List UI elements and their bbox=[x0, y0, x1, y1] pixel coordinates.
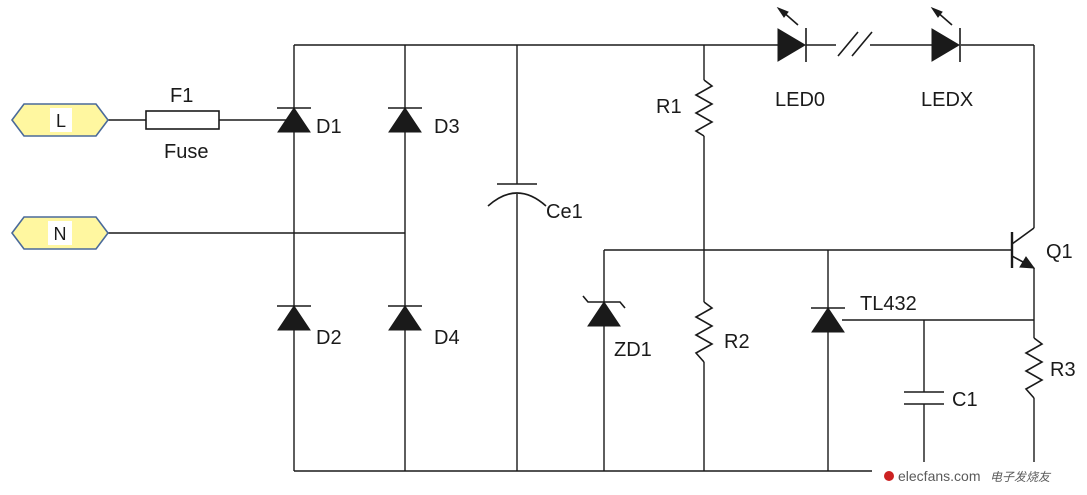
q1-label: Q1 bbox=[1046, 241, 1073, 263]
terminal-l-label: L bbox=[56, 111, 66, 131]
diode-d3: D3 bbox=[388, 107, 460, 138]
d3-label: D3 bbox=[434, 116, 460, 138]
r3-label: R3 bbox=[1050, 359, 1076, 381]
watermark-logo-icon bbox=[884, 471, 894, 481]
tl432-label: TL432 bbox=[860, 293, 917, 315]
fuse-ref-label: F1 bbox=[170, 85, 193, 107]
capacitor-ce1: Ce1 bbox=[487, 183, 583, 223]
terminal-n-label: N bbox=[54, 224, 67, 244]
r1-label: R1 bbox=[656, 96, 682, 118]
zd1-label: ZD1 bbox=[614, 339, 652, 361]
d4-label: D4 bbox=[434, 327, 460, 349]
led-led0: LED0 bbox=[775, 6, 836, 111]
watermark-cn: 电子发烧友 bbox=[990, 470, 1052, 484]
led0-label: LED0 bbox=[775, 89, 825, 111]
diode-d4: D4 bbox=[388, 305, 460, 349]
watermark-site: elecfans.com bbox=[898, 468, 980, 484]
capacitor-c1: C1 bbox=[904, 389, 978, 411]
resistor-r1: R1 bbox=[656, 79, 714, 137]
watermark: elecfans.com 电子发烧友 bbox=[872, 462, 1082, 488]
d1-label: D1 bbox=[316, 116, 342, 138]
zener-zd1: ZD1 bbox=[582, 295, 652, 361]
diode-d2: D2 bbox=[277, 305, 342, 349]
terminal-n: N bbox=[11, 216, 109, 250]
resistor-r2: R2 bbox=[694, 301, 750, 363]
diode-d1: D1 bbox=[277, 107, 342, 138]
d2-label: D2 bbox=[316, 327, 342, 349]
c1-label: C1 bbox=[952, 389, 978, 411]
fuse-name-label: Fuse bbox=[164, 141, 208, 163]
transistor-q1: Q1 bbox=[1010, 227, 1073, 269]
ledx-label: LEDX bbox=[921, 89, 973, 111]
wires bbox=[108, 44, 1035, 472]
led-ledx: LEDX bbox=[921, 6, 973, 111]
ce1-label: Ce1 bbox=[546, 201, 583, 223]
terminal-l: L bbox=[11, 103, 109, 137]
r2-label: R2 bbox=[724, 331, 750, 353]
resistor-r3: R3 bbox=[1024, 337, 1076, 399]
led-break-symbol bbox=[837, 31, 932, 57]
fuse-f1: F1 Fuse bbox=[145, 85, 220, 163]
regulator-tl432: TL432 bbox=[811, 293, 917, 333]
